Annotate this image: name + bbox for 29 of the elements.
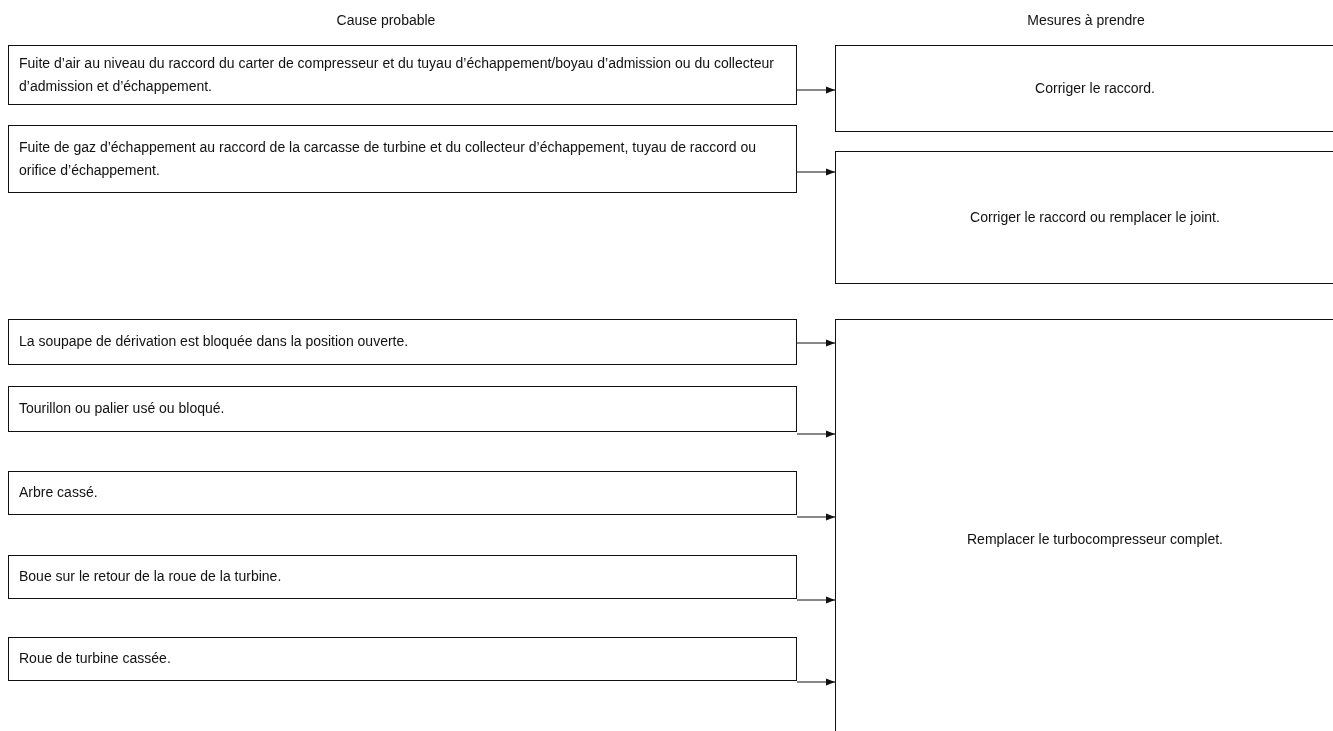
column-heading: Cause probable [335,12,437,28]
text-box [8,45,797,105]
box-text: Corriger le raccord ou remplacer le joint. [970,207,1220,227]
box-text: Boue sur le retour de la roue de la turbine. [19,567,282,587]
arrow [796,678,836,686]
arrow [796,596,836,604]
box-text: Remplacer le turbocompresseur complet. [967,529,1223,549]
box-text: Fuite de gaz d’échappement au raccord de la carcasse de turbine et du collecteur d’échappement, tuyau de raccord ou orifice d’échappement. [19,137,757,180]
text-box [835,45,1333,132]
box-text: Roue de turbine cassée. [19,649,171,669]
arrow [796,339,836,347]
text-box [8,386,797,432]
column-heading: Mesures à prendre [1026,12,1146,28]
arrow [796,430,836,438]
box-text: Fuite d’air au niveau du raccord du carter de compresseur et du tuyau d’échappement/boyau d’admission ou du collecteur d’admission et d’échappement. [19,53,775,96]
text-box [8,637,797,681]
text-box [835,151,1333,284]
text-box [8,125,797,193]
text-box [8,555,797,599]
arrow [796,513,836,521]
box-text: La soupape de dérivation est bloquée dans la position ouverte. [19,332,409,352]
text-box [8,471,797,515]
arrow [796,86,836,94]
box-text: Tourillon ou palier usé ou bloqué. [19,399,225,419]
box-text: Corriger le raccord. [1035,78,1155,98]
text-box [835,319,1333,731]
text-box [8,319,797,365]
box-text: Arbre cassé. [19,483,98,503]
arrow [796,168,836,176]
